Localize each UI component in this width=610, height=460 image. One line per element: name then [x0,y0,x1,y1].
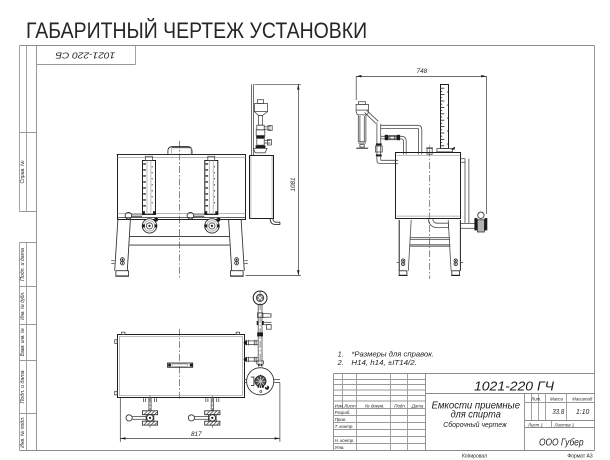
svg-text:Подп.: Подп. [394,403,406,408]
svg-text:33.8: 33.8 [552,409,564,416]
svg-text:Масштаб: Масштаб [572,396,593,401]
svg-text:Н. контр.: Н. контр. [335,438,355,443]
svg-text:1.: 1. [338,350,344,359]
svg-text:1081: 1081 [290,177,297,191]
svg-text:Н14, h14, ±IT14/2.: Н14, h14, ±IT14/2. [351,358,416,367]
svg-text:Подп. и дата: Подп. и дата [20,248,26,281]
svg-text:Емкости приемные: Емкости приемные [432,401,521,412]
svg-text:Лист: Лист [343,403,356,408]
svg-text:*Размеры для справок.: *Размеры для справок. [351,350,434,359]
svg-text:Копировал: Копировал [462,453,487,459]
svg-text:Утв.: Утв. [335,445,345,450]
svg-text:Формат А3: Формат А3 [567,453,592,459]
svg-text:1021-220 ГЧ: 1021-220 ГЧ [474,379,555,393]
svg-text:1021-220 СБ: 1021-220 СБ [55,51,115,61]
svg-text:Листов 1: Листов 1 [554,422,575,427]
svg-text:2.: 2. [337,358,344,367]
svg-text:Лит.: Лит. [530,396,541,401]
svg-text:Справ. №: Справ. № [20,160,26,184]
svg-text:Инв. № дубл.: Инв. № дубл. [20,292,26,320]
svg-text:Взам. инв. №: Взам. инв. № [20,328,26,357]
svg-text:Дата: Дата [411,403,424,408]
svg-text:для спирта: для спирта [451,410,502,421]
svg-text:Изм.: Изм. [335,403,344,408]
svg-text:Пров.: Пров. [335,417,347,422]
svg-text:Инв. № подл.: Инв. № подл. [20,417,26,448]
svg-text:Подп. и дата: Подп. и дата [20,370,26,403]
svg-text:Т. контр.: Т. контр. [335,424,354,429]
svg-text:Лист 1: Лист 1 [527,422,544,427]
svg-text:ООО Губер: ООО Губер [539,436,584,448]
svg-text:1:10: 1:10 [576,409,589,416]
svg-text:817: 817 [191,431,202,438]
svg-text:Сборочный чертеж: Сборочный чертеж [443,420,507,429]
svg-text:Разраб.: Разраб. [335,410,351,415]
svg-text:748: 748 [417,68,428,75]
svg-text:№ докум.: № докум. [365,403,384,408]
svg-text:Масса: Масса [550,396,564,401]
